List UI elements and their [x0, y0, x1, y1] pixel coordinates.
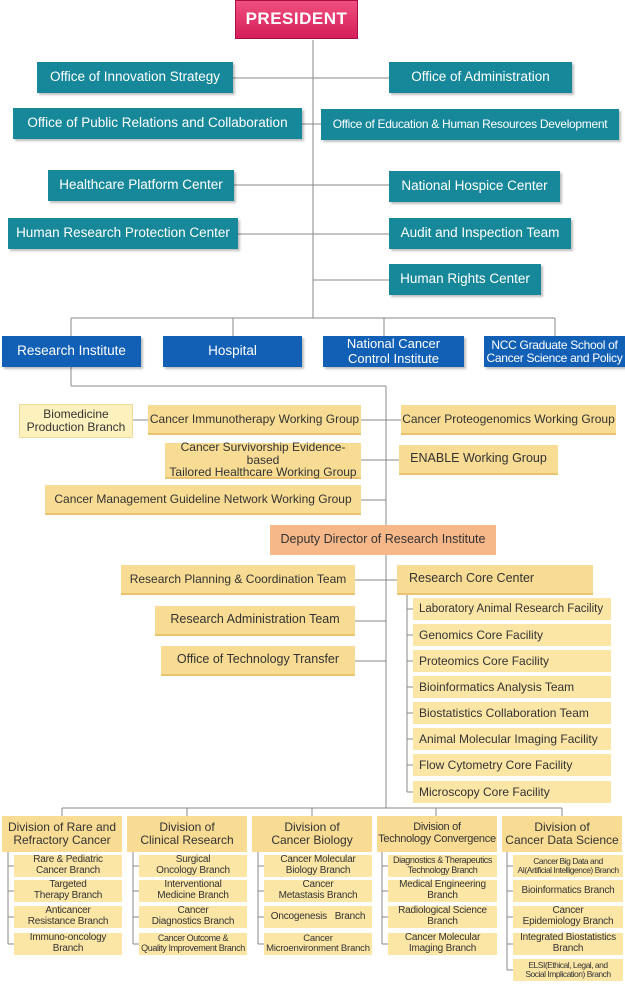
national-hospice-center: National Hospice Center [389, 171, 560, 202]
cancer-survivorship-working-group: Cancer Survivorship Evidence-based Tailo… [165, 440, 361, 479]
branch-medical-engineering: Medical Engineering Branch [388, 879, 497, 902]
branch-integrated-biostatistics: Integrated Biostatistics Branch [513, 932, 623, 955]
branch-cancer-metastasis: Cancer Metastasis Branch [264, 879, 372, 902]
core-facility-genomics: Genomics Core Facility [413, 624, 611, 646]
deputy-director: Deputy Director of Research Institute [270, 525, 496, 555]
core-facility-proteomics: Proteomics Core Facility [413, 650, 611, 672]
branch-elsi: ELSI(Ethical, Legal, and Social Implicat… [513, 959, 623, 981]
national-cancer-control-institute: National Cancer Control Institute [323, 336, 464, 367]
healthcare-platform-center: Healthcare Platform Center [48, 170, 234, 201]
division-technology-convergence: Division of Technology Convergence [377, 816, 497, 852]
branch-cancer-big-data-ai: Cancer Big Data and AI(Artificial Intell… [513, 855, 623, 877]
branch-targeted-therapy: Targeted Therapy Branch [14, 879, 122, 902]
president-box: PRESIDENT [235, 0, 358, 39]
research-core-center: Research Core Center [397, 565, 593, 595]
cancer-immunotherapy-working-group: Cancer Immunotherapy Working Group [148, 405, 361, 435]
branch-cancer-molecular-imaging: Cancer Molecular Imaging Branch [388, 932, 497, 955]
ncc-graduate-school: NCC Graduate School of Cancer Science an… [484, 336, 625, 367]
branch-cancer-molecular-biology: Cancer Molecular Biology Branch [264, 854, 372, 877]
branch-rare-pediatric: Rare & Pediatric Cancer Branch [14, 854, 122, 877]
core-facility-biostatistics: Biostatistics Collaboration Team [413, 702, 611, 724]
research-institute: Research Institute [2, 336, 141, 367]
cancer-proteogenomics-working-group: Cancer Proteogenomics Working Group [401, 405, 616, 435]
core-facility-microscopy: Microscopy Core Facility [413, 781, 611, 803]
office-administration: Office of Administration [389, 62, 572, 93]
research-administration-team: Research Administration Team [155, 606, 355, 636]
branch-immuno-oncology: Immuno-oncology Branch [14, 932, 122, 955]
office-education-hr: Office of Education & Human Resources De… [321, 109, 619, 140]
branch-cancer-epidemiology: Cancer Epidemiology Branch [513, 905, 623, 928]
office-public-relations: Office of Public Relations and Collabora… [13, 108, 302, 139]
branch-surgical-oncology: Surgical Oncology Branch [139, 854, 247, 877]
biomedicine-production-branch: Biomedicine Production Branch [19, 404, 133, 438]
branch-radiological-science: Radiological Science Branch [388, 905, 497, 928]
hospital: Hospital [163, 336, 302, 367]
audit-inspection-team: Audit and Inspection Team [389, 218, 571, 249]
branch-diagnostics-therapeutics: Diagnostics & Therapeutics Technology Br… [388, 855, 497, 877]
research-planning-coordination-team: Research Planning & Coordination Team [121, 565, 355, 595]
human-research-protection-center: Human Research Protection Center [8, 218, 238, 249]
core-facility-lab-animal: Laboratory Animal Research Facility [413, 598, 611, 620]
branch-anticancer-resistance: Anticancer Resistance Branch [14, 905, 122, 928]
division-clinical-research: Division of Clinical Research [127, 816, 247, 852]
branch-cancer-diagnostics: Cancer Diagnostics Branch [139, 905, 247, 928]
division-cancer-biology: Division of Cancer Biology [252, 816, 372, 852]
core-facility-flow-cytometry: Flow Cytometry Core Facility [413, 754, 611, 776]
branch-interventional-medicine: Interventional Medicine Branch [139, 879, 247, 902]
branch-cancer-outcome-quality: Cancer Outcome & Quality Improvement Bra… [139, 933, 247, 955]
branch-oncogenesis: Oncogenesis Branch [264, 906, 372, 928]
enable-working-group: ENABLE Working Group [399, 445, 558, 475]
human-rights-center: Human Rights Center [389, 264, 541, 295]
division-cancer-data-science: Division of Cancer Data Science [502, 816, 622, 852]
branch-cancer-microenvironment: Cancer Microenvironment Branch [264, 933, 372, 955]
division-rare-refractory-cancer: Division of Rare and Refractory Cancer [2, 816, 122, 852]
cancer-management-guideline-working-group: Cancer Management Guideline Network Work… [45, 485, 361, 515]
core-facility-bioinformatics: Bioinformatics Analysis Team [413, 676, 611, 698]
core-facility-animal-imaging: Animal Molecular Imaging Facility [413, 728, 611, 750]
branch-bioinformatics: Bioinformatics Branch [513, 880, 623, 902]
office-innovation-strategy: Office of Innovation Strategy [37, 62, 233, 93]
office-technology-transfer: Office of Technology Transfer [161, 646, 355, 676]
